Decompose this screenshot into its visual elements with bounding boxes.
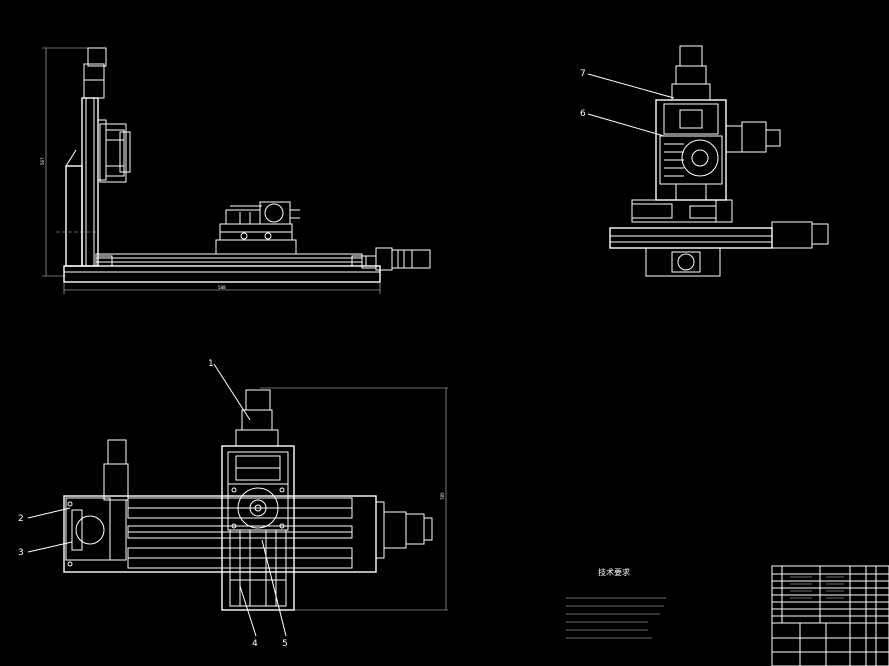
label-5: 5 [282,639,288,649]
label-4: 4 [252,639,258,649]
label-7: 7 [580,69,586,79]
height-dimension: 567 [40,157,45,165]
notes-title: 技术要求 [598,567,630,577]
plan-view: 785 [18,359,448,649]
plan-dimension: 785 [440,492,445,500]
technical-notes: 技术要求 [566,567,666,639]
front-view: 7 6 [580,45,829,277]
width-dimension: 588 [218,285,226,290]
label-1: 1 [208,359,214,369]
label-3: 3 [18,548,24,558]
label-2: 2 [18,514,24,524]
title-block [771,565,889,666]
side-view: 567 [40,47,431,294]
label-6: 6 [580,109,586,119]
